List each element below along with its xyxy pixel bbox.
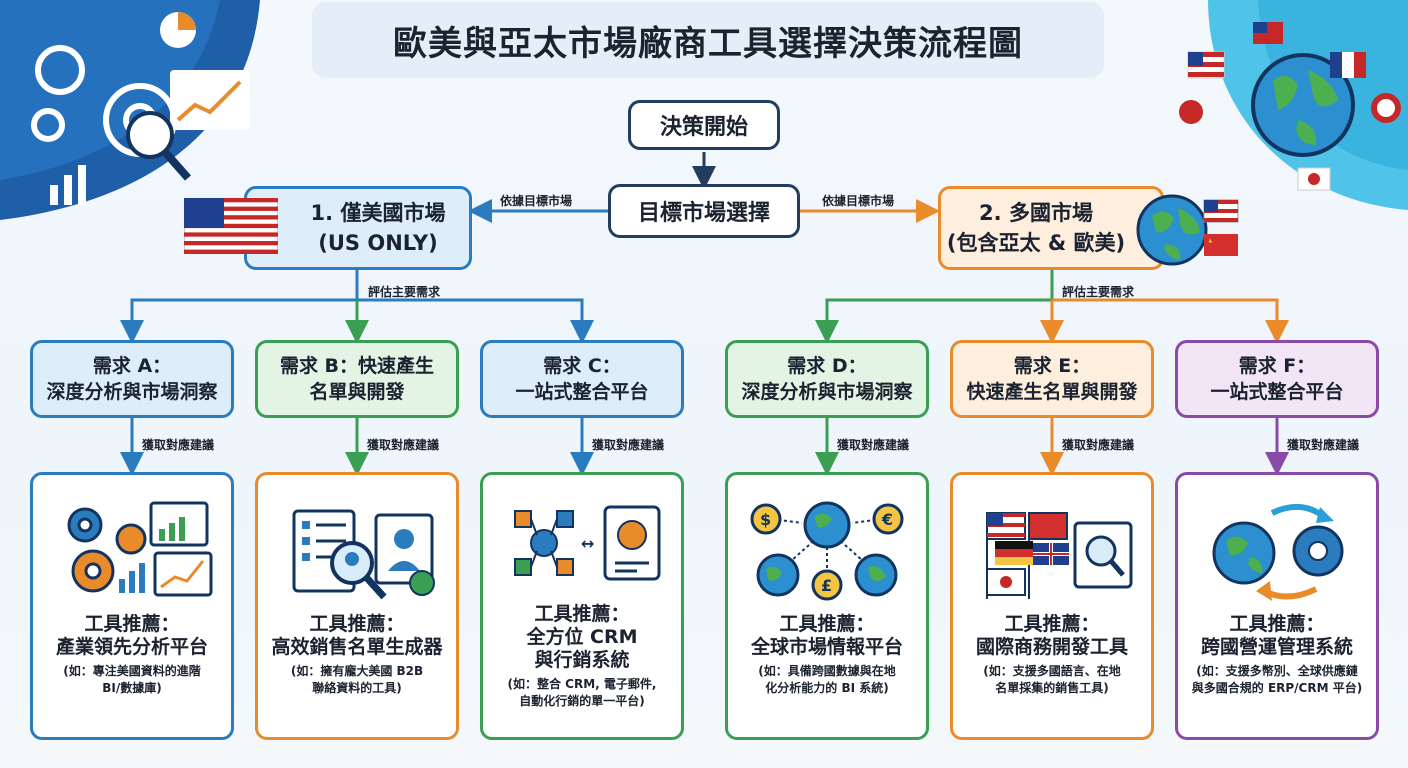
need-b-line1: 需求 B：快速產生 <box>279 355 435 377</box>
multi-market-node: 2. 多國市場 (包含亞太 & 歐美) <box>938 186 1164 270</box>
tool-f-name: 跨國營運管理系統 <box>1200 636 1353 658</box>
analytics-gears-icon <box>67 501 213 597</box>
tool-b-desc-2: 聯絡資料的工具) <box>312 681 402 695</box>
need-e-box: 需求 E： 快速產生名單與開發 <box>950 340 1154 418</box>
eval-label-right: 評估主要需求 <box>1062 285 1135 299</box>
need-c-line1: 需求 C： <box>543 355 621 377</box>
us-market-line2: (US ONLY) <box>318 231 438 255</box>
tool-card-d: $ € £ 工具推薦： 全球市場情報平台 (如：具備跨國數據與在地 化分析能力的… <box>725 472 929 740</box>
global-market-icon: $ € £ <box>750 501 904 601</box>
need-a-line2: 深度分析與市場洞察 <box>46 381 218 403</box>
us-market-node: 1. 僅美國市場 (US ONLY) <box>244 186 472 270</box>
tool-e-name: 國際商務開發工具 <box>975 636 1128 658</box>
advice-label-a: 獲取對應建議 <box>142 438 215 452</box>
multi-branch-tree <box>815 270 1054 344</box>
tool-c-name-2: 與行銷系統 <box>534 649 630 671</box>
tool-b-desc-1: (如：擁有龐大美國 B2B <box>290 664 424 678</box>
corner-decoration-right <box>1179 0 1408 210</box>
advice-label-c: 獲取對應建議 <box>592 438 665 452</box>
lead-search-icon <box>292 509 435 600</box>
need-d-box: 需求 D： 深度分析與市場洞察 <box>725 340 929 418</box>
tool-c-name-1: 全方位 CRM <box>526 626 638 648</box>
tool-a-heading: 工具推薦： <box>84 613 180 635</box>
need-a-box: 需求 A： 深度分析與市場洞察 <box>30 340 234 418</box>
tool-a-name: 產業領先分析平台 <box>55 636 208 658</box>
currency-dollar: $ <box>760 510 771 529</box>
eval-label-left: 評估主要需求 <box>368 285 441 299</box>
multi-market-line1: 2. 多國市場 <box>979 201 1093 225</box>
corner-decoration-left <box>0 0 260 220</box>
tool-e-desc-1: (如：支援多國語言、在地 <box>983 664 1121 678</box>
advice-label-d: 獲取對應建議 <box>837 438 910 452</box>
france-flag-icon <box>1330 52 1366 78</box>
korea-flag-icon <box>1371 93 1401 123</box>
tool-c-desc-1: (如：整合 CRM, 電子郵件, <box>507 677 657 691</box>
international-flags-icon <box>986 512 1133 599</box>
tool-d-heading: 工具推薦： <box>779 613 875 635</box>
tool-card-c: ↔ 工具推薦： 全方位 CRM 與行銷系統 (如：整合 CRM, 電子郵件, 自… <box>480 472 684 740</box>
need-f-box: 需求 F： 一站式整合平台 <box>1175 340 1379 418</box>
need-b-box: 需求 B：快速產生 名單與開發 <box>255 340 459 418</box>
multi-market-line2: (包含亞太 & 歐美) <box>946 231 1126 255</box>
tool-f-desc-1: (如：支援多幣別、全球供應鏈 <box>1196 664 1358 678</box>
us-flag-icon <box>184 198 278 254</box>
currency-euro: € <box>881 510 893 529</box>
target-market-node: 目標市場選擇 <box>608 184 800 238</box>
need-d-line1: 需求 D： <box>787 355 867 377</box>
tool-b-name: 高效銷售名單生成器 <box>271 636 443 658</box>
tool-card-a: 工具推薦： 產業領先分析平台 (如：專注美國資料的進階 BI/數據庫) <box>30 472 234 740</box>
branch-label-right: 依據目標市場 <box>822 194 895 208</box>
taiwan-flag-icon <box>1253 22 1283 44</box>
tool-card-e: 工具推薦： 國際商務開發工具 (如：支援多國語言、在地 名單採集的銷售工具) <box>950 472 1154 740</box>
hong-kong-flag-icon <box>1179 100 1203 124</box>
tool-f-desc-2: 與多國合規的 ERP/CRM 平台) <box>1191 681 1363 695</box>
us-branch-tree <box>130 270 582 332</box>
tool-c-heading: 工具推薦： <box>534 603 630 625</box>
currency-pound: £ <box>821 576 832 595</box>
need-b-line2: 名單與開發 <box>309 381 405 403</box>
advice-label-b: 獲取對應建議 <box>367 438 440 452</box>
tool-d-desc-1: (如：具備跨國數據與在地 <box>758 664 896 678</box>
branch-label-left: 依據目標市場 <box>500 194 573 208</box>
tool-d-name: 全球市場情報平台 <box>750 636 903 658</box>
need-e-line2: 快速產生名單與開發 <box>966 381 1138 403</box>
need-c-box: 需求 C： 一站式整合平台 <box>480 340 684 418</box>
need-f-line1: 需求 F： <box>1238 355 1316 377</box>
us-market-line1: 1. 僅美國市場 <box>310 201 446 225</box>
need-e-line1: 需求 E： <box>1013 355 1091 377</box>
tool-card-b: 工具推薦： 高效銷售名單生成器 (如：擁有龐大美國 B2B 聯絡資料的工具) <box>255 472 459 740</box>
globe-icon <box>1251 53 1355 157</box>
integration-hub-icon: ↔ <box>514 505 661 581</box>
tool-e-heading: 工具推薦： <box>1004 613 1100 635</box>
start-node: 決策開始 <box>628 100 780 150</box>
advice-label-f: 獲取對應建議 <box>1287 438 1360 452</box>
magnifier-icon <box>126 111 174 159</box>
bar-chart-icon <box>50 165 86 205</box>
globe-flags-icon <box>1136 194 1239 266</box>
need-d-line2: 深度分析與市場洞察 <box>741 381 913 403</box>
need-f-line2: 一站式整合平台 <box>1210 381 1344 403</box>
japan-flag-icon <box>1297 167 1331 191</box>
tool-e-desc-2: 名單採集的銷售工具) <box>995 681 1109 695</box>
global-operations-icon <box>1212 504 1344 601</box>
tool-b-heading: 工具推薦： <box>309 613 405 635</box>
page-title: 歐美與亞太市場廠商工具選擇決策流程圖 <box>312 2 1104 78</box>
tool-card-f: 工具推薦： 跨國營運管理系統 (如：支援多幣別、全球供應鏈 與多國合規的 ERP… <box>1175 472 1379 740</box>
svg-text:↔: ↔ <box>581 534 594 553</box>
tool-f-heading: 工具推薦： <box>1229 613 1325 635</box>
need-a-line1: 需求 A： <box>92 355 172 377</box>
tool-c-desc-2: 自動化行銷的單一平台) <box>519 694 645 708</box>
need-c-line2: 一站式整合平台 <box>515 381 649 403</box>
target-market-label: 目標市場選擇 <box>637 201 770 226</box>
tool-a-desc-1: (如：專注美國資料的進階 <box>63 664 201 678</box>
start-node-label: 決策開始 <box>659 115 748 140</box>
advice-label-e: 獲取對應建議 <box>1062 438 1135 452</box>
tool-a-desc-2: BI/數據庫) <box>102 681 162 695</box>
us-flag-icon <box>1187 51 1225 79</box>
tool-d-desc-2: 化分析能力的 BI 系統) <box>765 681 889 695</box>
